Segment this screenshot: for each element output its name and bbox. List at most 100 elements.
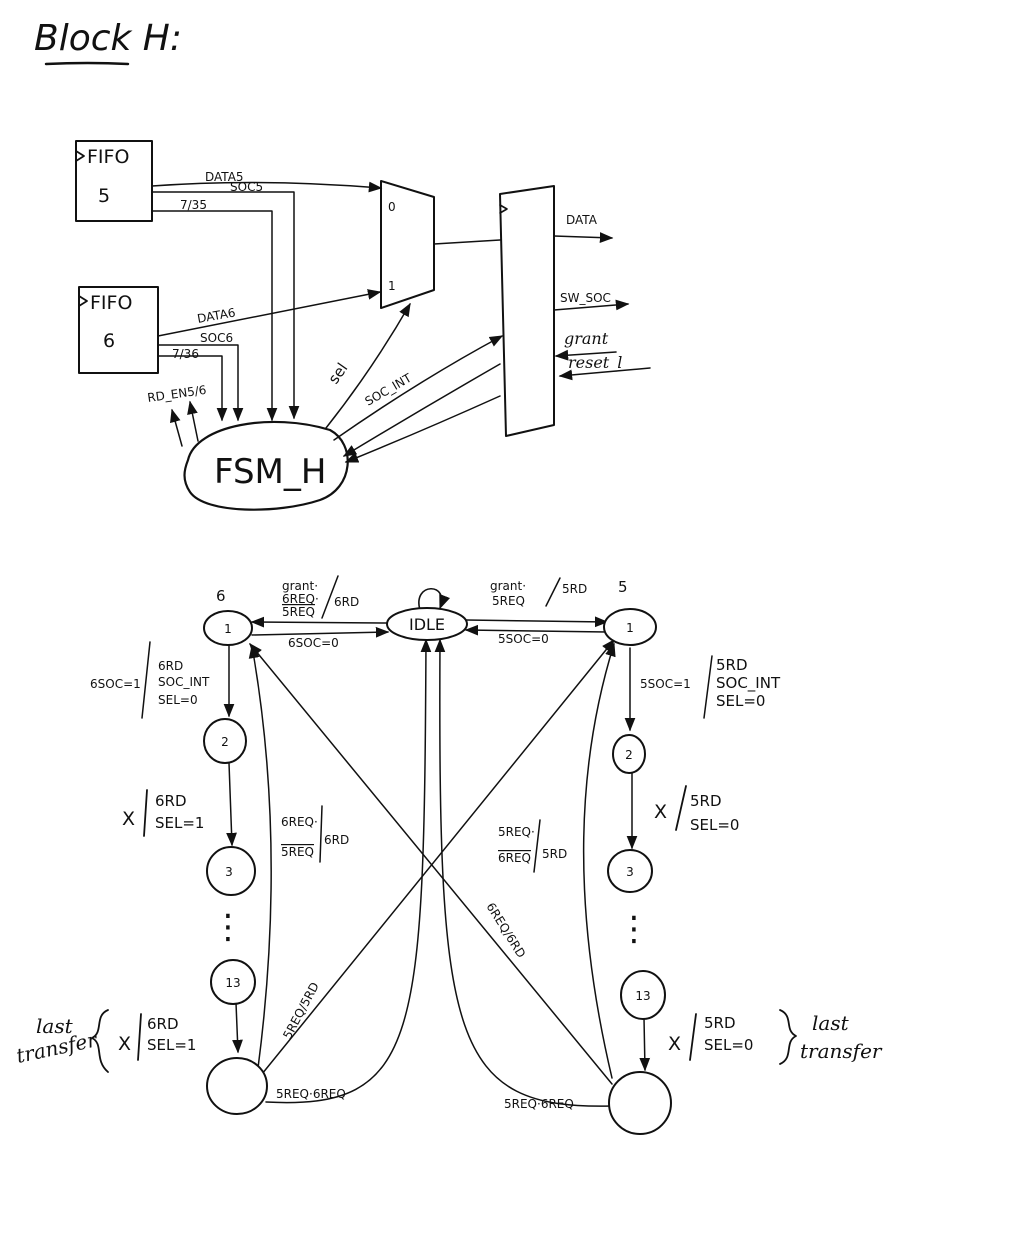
right-last-to-idle xyxy=(434,638,613,1107)
soc-int-wire xyxy=(333,335,504,441)
top-right-transition-label: grant· 5REQ 5RD 5SOC=0 xyxy=(490,577,587,646)
left-last-out-1: 6RD xyxy=(147,1015,179,1033)
state-left-3-label: 3 xyxy=(225,865,233,879)
left-last-slash xyxy=(137,1013,142,1061)
state-left-13-label: 13 xyxy=(225,976,240,990)
reset-in-wire xyxy=(558,367,651,381)
fifo6-label: FIFO xyxy=(90,292,132,314)
left-last-cond: X xyxy=(118,1033,131,1055)
right-s2-slash xyxy=(675,785,687,831)
rd-en-arrow-2 xyxy=(187,400,199,442)
sig135-label: 7/35 xyxy=(180,198,207,212)
right-last-transfer-2: transfer xyxy=(800,1039,883,1063)
data6-label: DATA6 xyxy=(196,305,236,325)
left1-to-idle xyxy=(251,626,390,638)
right-s1-out-2: SOC_INT xyxy=(716,674,781,693)
fsm-h-bubble xyxy=(183,420,349,511)
right-s1-out-3: SEL=0 xyxy=(716,692,765,710)
right-last-transfer-1: last xyxy=(812,1011,850,1035)
right-last-to-right1 xyxy=(582,642,616,1079)
idle-to-right1 xyxy=(465,616,609,628)
sig136-wire xyxy=(157,355,228,422)
top-left-cond-2: 6REQ· xyxy=(282,592,319,606)
left-s2-slash xyxy=(143,789,148,837)
left-last-out-2: SEL=1 xyxy=(147,1036,196,1054)
left-s2-out-2: SEL=1 xyxy=(155,814,204,832)
right-brace xyxy=(779,1009,797,1065)
left-back-cond-1: 6REQ· xyxy=(281,815,318,829)
grant-label: grant xyxy=(564,329,609,348)
left-back-out: 6RD xyxy=(324,833,349,847)
state-idle xyxy=(386,607,468,641)
left-last-transfer-1: last xyxy=(36,1014,74,1038)
top-right-slash xyxy=(545,577,561,607)
rd-en-arrow-1 xyxy=(170,408,183,447)
state-right-2-label: 2 xyxy=(625,748,633,762)
soc5-wire xyxy=(151,191,300,420)
left-brace xyxy=(91,1009,109,1073)
state-right-1-label: 1 xyxy=(626,621,634,635)
state-right-13-label: 13 xyxy=(635,989,650,1003)
soc5-label: SOC5 xyxy=(230,180,263,194)
fsm-h-label: FSM_H xyxy=(214,452,326,492)
state-right-3-label: 3 xyxy=(626,865,634,879)
top-left-out: 6RD xyxy=(334,595,359,609)
left-s1-out-2: SOC_INT xyxy=(158,675,210,689)
idle-self-loop xyxy=(418,587,451,611)
right-last-cond: X xyxy=(668,1033,681,1055)
fifo6-clock-icon xyxy=(78,295,88,307)
left-s1-cond: 6SOC=1 xyxy=(90,677,141,691)
top-right-cond-1: grant· xyxy=(490,579,526,593)
state-idle-label: IDLE xyxy=(409,615,445,634)
sel-label: sel xyxy=(325,360,352,388)
grant-to-fsm-wire xyxy=(342,363,501,457)
right-last-slash xyxy=(689,1013,697,1061)
left-s2-out-1: 6RD xyxy=(155,792,187,810)
state-right-3 xyxy=(607,849,653,893)
state-right-2 xyxy=(612,734,646,774)
right-last-out-2: SEL=0 xyxy=(704,1036,753,1054)
top-right-out: 5RD xyxy=(562,582,587,596)
left-s2-cond: X xyxy=(122,808,135,830)
right-last-to-left1 xyxy=(249,642,613,1085)
state-right-13 xyxy=(620,970,666,1020)
data5-wire xyxy=(151,181,383,193)
state-left-2-label: 2 xyxy=(221,735,229,749)
left-s1-out-1: 6RD xyxy=(158,659,183,673)
output-register xyxy=(499,185,555,437)
right-s1-cond: 5SOC=1 xyxy=(640,677,691,691)
right-back-cond-1: 5REQ· xyxy=(498,825,535,839)
data-out-label: DATA xyxy=(566,213,598,227)
mux-shape xyxy=(380,180,435,309)
soc6-wire xyxy=(157,344,244,422)
right-s2-cond: X xyxy=(654,801,667,823)
left-marker-label: 6 xyxy=(216,587,226,605)
fifo6-box xyxy=(78,286,159,374)
mux-input-1: 1 xyxy=(388,279,396,293)
state-left-1-label: 1 xyxy=(224,622,232,636)
state-left-3 xyxy=(206,846,256,896)
left-back-slash xyxy=(319,805,323,863)
right-back-out: 5RD xyxy=(542,847,567,861)
reset-to-fsm-wire xyxy=(344,395,501,463)
right-ellipsis: ⋮ xyxy=(617,909,651,949)
idle-to-left1 xyxy=(250,616,389,628)
mux-to-register-wire xyxy=(433,239,501,245)
left-last-to-right1 xyxy=(261,638,615,1075)
sel-wire xyxy=(325,302,411,429)
fifo5-box xyxy=(75,140,153,222)
left-back-cond-2: 5REQ xyxy=(281,845,314,859)
data5-label: DATA5 xyxy=(205,170,244,184)
sig136-label: 7/36 xyxy=(172,347,199,361)
left-s1-out-3: SEL=0 xyxy=(158,693,198,707)
left2-to-left3 xyxy=(226,762,237,847)
page-title: Block H: xyxy=(34,18,182,59)
title-group: Block H: xyxy=(34,18,182,66)
state-right-1 xyxy=(603,608,657,646)
top-right-cond-2: 5REQ xyxy=(492,594,525,608)
data-out-wire xyxy=(553,232,614,243)
right-back-slash xyxy=(533,819,541,873)
right-back-cond-2: 6REQ xyxy=(498,851,531,865)
right-s2-out-1: 5RD xyxy=(690,792,722,810)
right-s1-slash xyxy=(703,655,713,719)
